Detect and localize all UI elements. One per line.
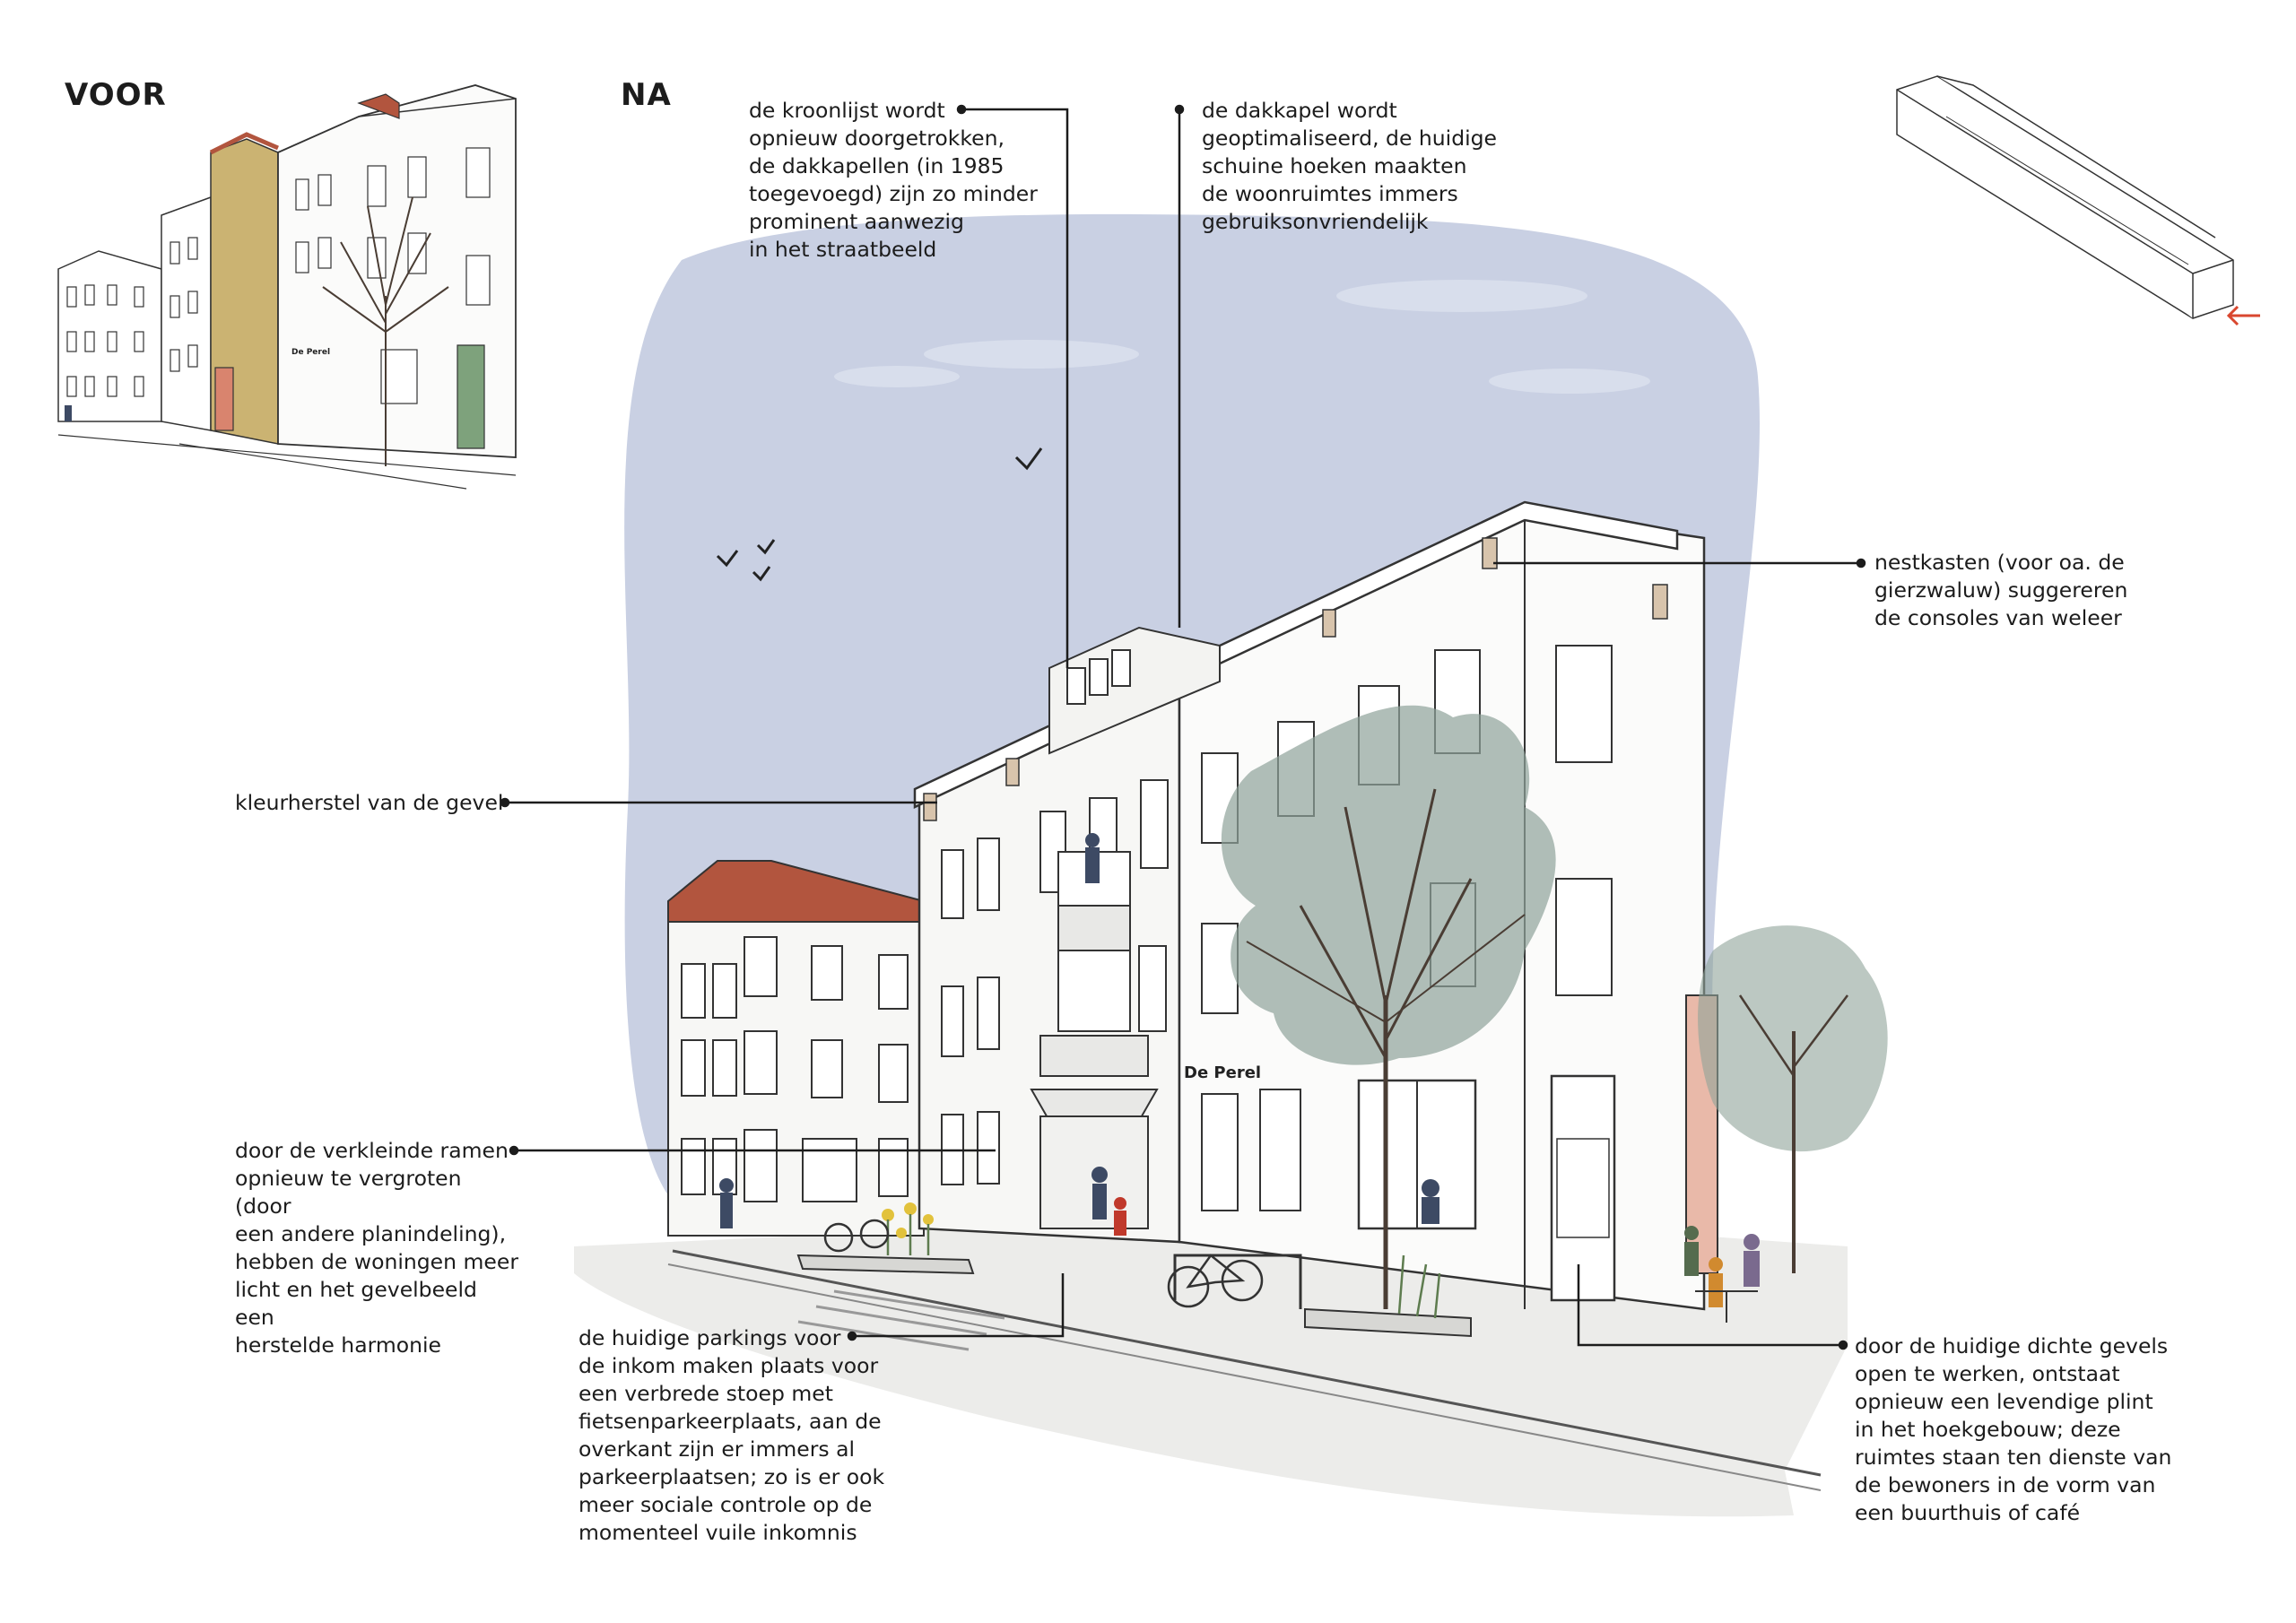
shop-sign-after: De Perel	[1184, 1063, 1261, 1082]
curb	[672, 1249, 1822, 1477]
before-sketch: De Perel	[57, 84, 517, 490]
annotation-windows: door de verkleinde ramen opnieuw te verg…	[235, 1138, 518, 1358]
plinth-door	[1550, 1074, 1616, 1302]
bird-icon	[716, 447, 1043, 582]
annotation-facade-color: kleurherstel van de gevel	[235, 790, 504, 815]
annotation-dormer: de dakkapel wordt geoptimaliseerd, de hu…	[1202, 98, 1498, 234]
isometric-block-icon	[1896, 75, 2234, 319]
annotation-plinth: door de huidige dichte gevels open te we…	[1855, 1333, 2172, 1525]
arrow-icon	[2226, 305, 2260, 326]
tree	[1246, 788, 1526, 1309]
nest-boxes	[923, 537, 1668, 821]
leader-lines	[500, 104, 1866, 1350]
cornice	[913, 500, 1679, 809]
annotation-parking: de huidige parkings voor de inkom maken …	[578, 1325, 885, 1545]
people	[719, 833, 1760, 1307]
planter-left	[796, 1254, 975, 1275]
before-heading: VOOR	[65, 77, 167, 113]
after-heading: NA	[621, 77, 672, 113]
shop-sign-before: De Perel	[291, 348, 330, 357]
planter-right	[1304, 1307, 1472, 1338]
bicycle	[823, 1219, 1264, 1308]
annotation-cornice: de kroonlijst wordt opnieuw doorgetrokke…	[749, 98, 1038, 262]
annotation-nestboxes: nestkasten (voor oa. de gierzwaluw) sugg…	[1874, 550, 2128, 630]
